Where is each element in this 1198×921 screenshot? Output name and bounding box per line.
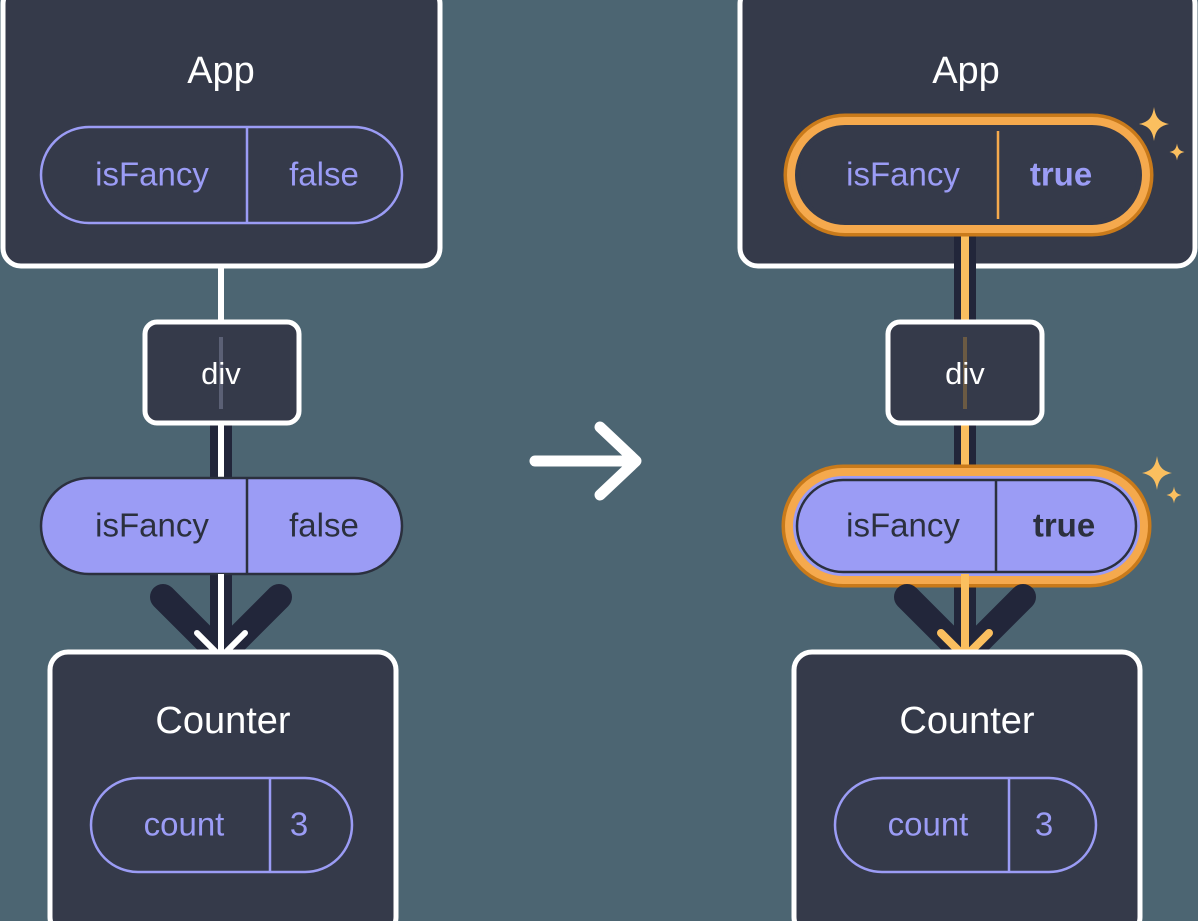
prop-key-before: isFancy [95,507,209,544]
app-state-pill-before: isFancy false [39,125,404,225]
app-state-pill-after: isFancy true [783,113,1154,237]
pill-outline-shape [833,776,1098,874]
counter-state-pill-before: count 3 [89,776,354,874]
prop-pill-after: isFancy true [781,464,1152,588]
counter-node-before: Counter count 3 [47,649,399,921]
counter-title-before: Counter [155,700,291,742]
prop-pill-before: isFancy false [39,476,404,576]
app-state-key-before: isFancy [95,156,209,193]
div-node-after: div [885,319,1045,426]
counter-state-key-after: count [888,806,969,843]
app-box-before [0,0,443,269]
pill-outline-shape [89,776,354,874]
pill-highlight-fill [800,130,1137,220]
counter-box-before [47,649,399,921]
div-label-after: div [945,356,985,391]
app-node-before: App isFancy false [0,0,443,269]
counter-state-pill-after: count 3 [833,776,1098,874]
counter-node-after: Counter count 3 [791,649,1143,921]
arrow-to-counter-before [150,574,292,668]
pill-outline-shape [39,125,404,225]
app-state-value-before: false [289,156,359,193]
counter-state-value-before: 3 [290,806,308,843]
counter-title-after: Counter [899,700,1035,742]
counter-box-after [791,649,1143,921]
pill-filled-shape [795,478,1138,574]
app-state-value-after: true [1030,156,1092,193]
arrow-right-icon [529,421,642,501]
counter-state-value-after: 3 [1035,806,1053,843]
sparkle-icon-prop-after [1142,456,1182,504]
app-state-key-after: isFancy [846,156,960,193]
panel-before: App isFancy false div [0,0,443,921]
prop-value-before: false [289,507,359,544]
prop-value-after: true [1033,507,1095,544]
prop-key-after: isFancy [846,507,960,544]
app-title-before: App [187,50,255,92]
div-node-before: div [142,319,302,426]
panel-after: App isFancy true [737,0,1198,921]
counter-state-key-before: count [144,806,225,843]
app-title-after: App [932,50,1000,92]
div-label-before: div [201,356,241,391]
